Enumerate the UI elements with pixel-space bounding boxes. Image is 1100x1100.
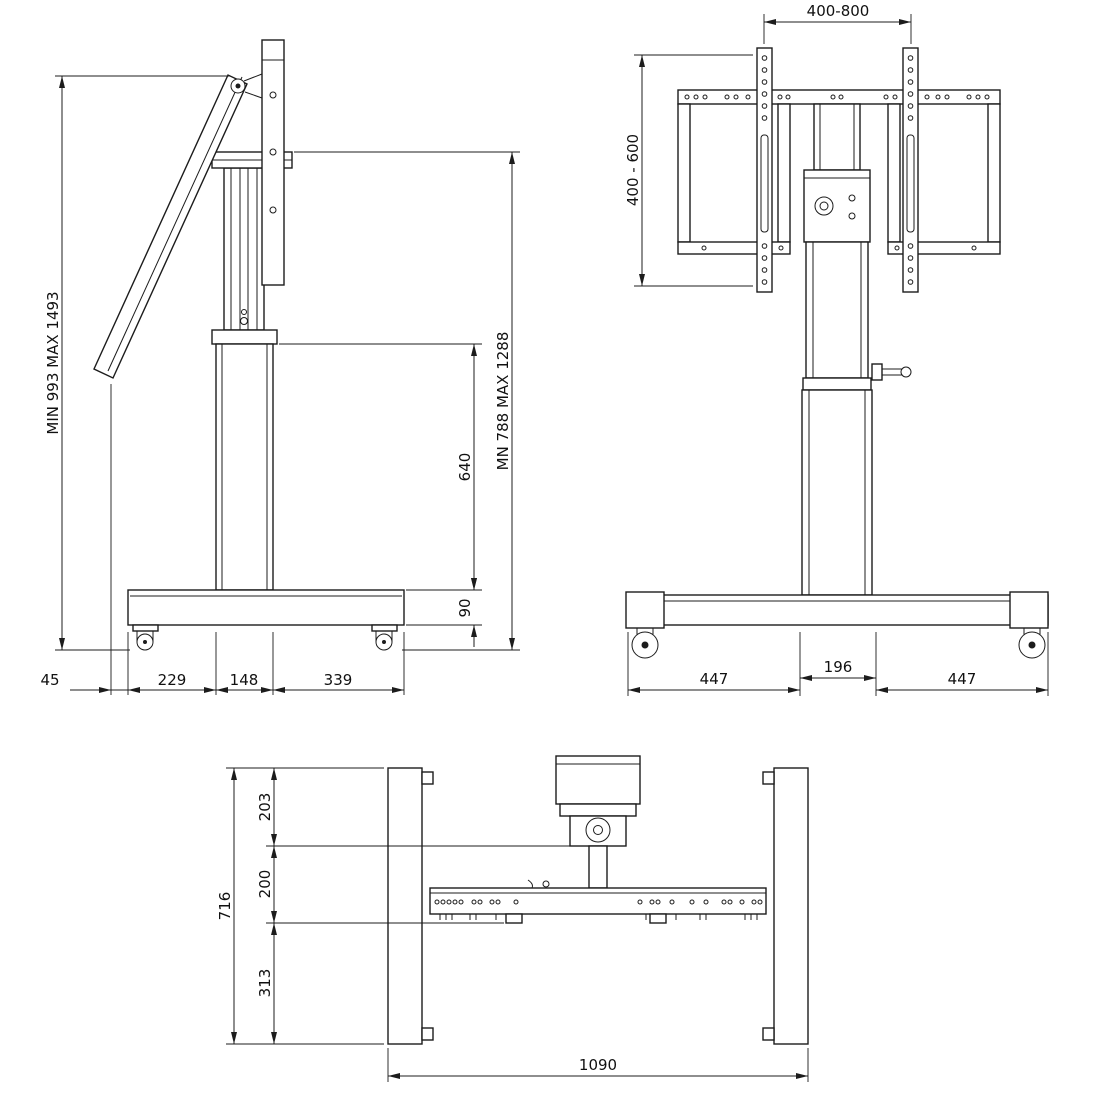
caster-left-side (132, 624, 159, 632)
display-tilted-side (93, 73, 263, 379)
dim-base-rear-label: 339 (324, 671, 353, 689)
dim-column-depth-label: 148 (230, 671, 259, 689)
dim-column-width-label: 196 (824, 658, 853, 676)
foot-rail-right-top (762, 767, 809, 1045)
dim-depth-total-label: 716 (216, 892, 234, 921)
caster-right-side (371, 624, 398, 632)
crossbar-holes (434, 899, 763, 905)
base-side (127, 589, 405, 651)
caster-right-front (1018, 628, 1046, 659)
vesa-rail-right (902, 47, 919, 293)
dim-base-thickness-label: 90 (456, 598, 474, 617)
motor-assembly-top (527, 755, 641, 894)
dim-base-front-label: 229 (158, 671, 187, 689)
top-view: 716 203 200 313 1090 (216, 755, 809, 1082)
base-front (625, 591, 1049, 659)
dim-base-left-label: 447 (700, 670, 729, 688)
dim-width-total-label: 1090 (579, 1056, 617, 1074)
caster-left-front (631, 628, 659, 659)
dim-vesa-height-label: 400 - 600 (624, 134, 642, 206)
front-view: 400-800 400 - 600 447 196 447 (624, 2, 1049, 696)
side-view-dimensions: MIN 993 MAX 1493 MN 788 MAX 1288 640 90 … (40, 75, 520, 695)
front-view-dimensions: 400-800 400 - 600 447 196 447 (624, 2, 1049, 696)
dim-screen-height-label: MN 788 MAX 1288 (494, 332, 512, 471)
dim-screen-overhang-label: 45 (40, 671, 59, 689)
top-view-dimensions: 716 203 200 313 1090 (216, 767, 809, 1082)
dim-depth-front-label: 203 (256, 793, 274, 822)
crossbar-top (429, 887, 767, 924)
dim-depth-rear-label: 313 (256, 969, 274, 998)
motor-housing (803, 169, 871, 243)
vesa-rail-left (756, 47, 773, 293)
side-view: MIN 993 MAX 1493 MN 788 MAX 1288 640 90 … (40, 39, 520, 695)
lift-column-front (801, 103, 912, 596)
dim-base-right-label: 447 (948, 670, 977, 688)
display-upright-side (261, 39, 285, 286)
dim-vesa-width-label: 400-800 (807, 2, 870, 20)
dim-depth-mid-label: 200 (256, 870, 274, 899)
dim-total-height-label: MIN 993 MAX 1493 (44, 291, 62, 434)
frame-holes (684, 94, 990, 251)
crank-handle (871, 363, 912, 381)
foot-rail-left-top (387, 767, 434, 1045)
dim-column-travel-label: 640 (456, 453, 474, 482)
